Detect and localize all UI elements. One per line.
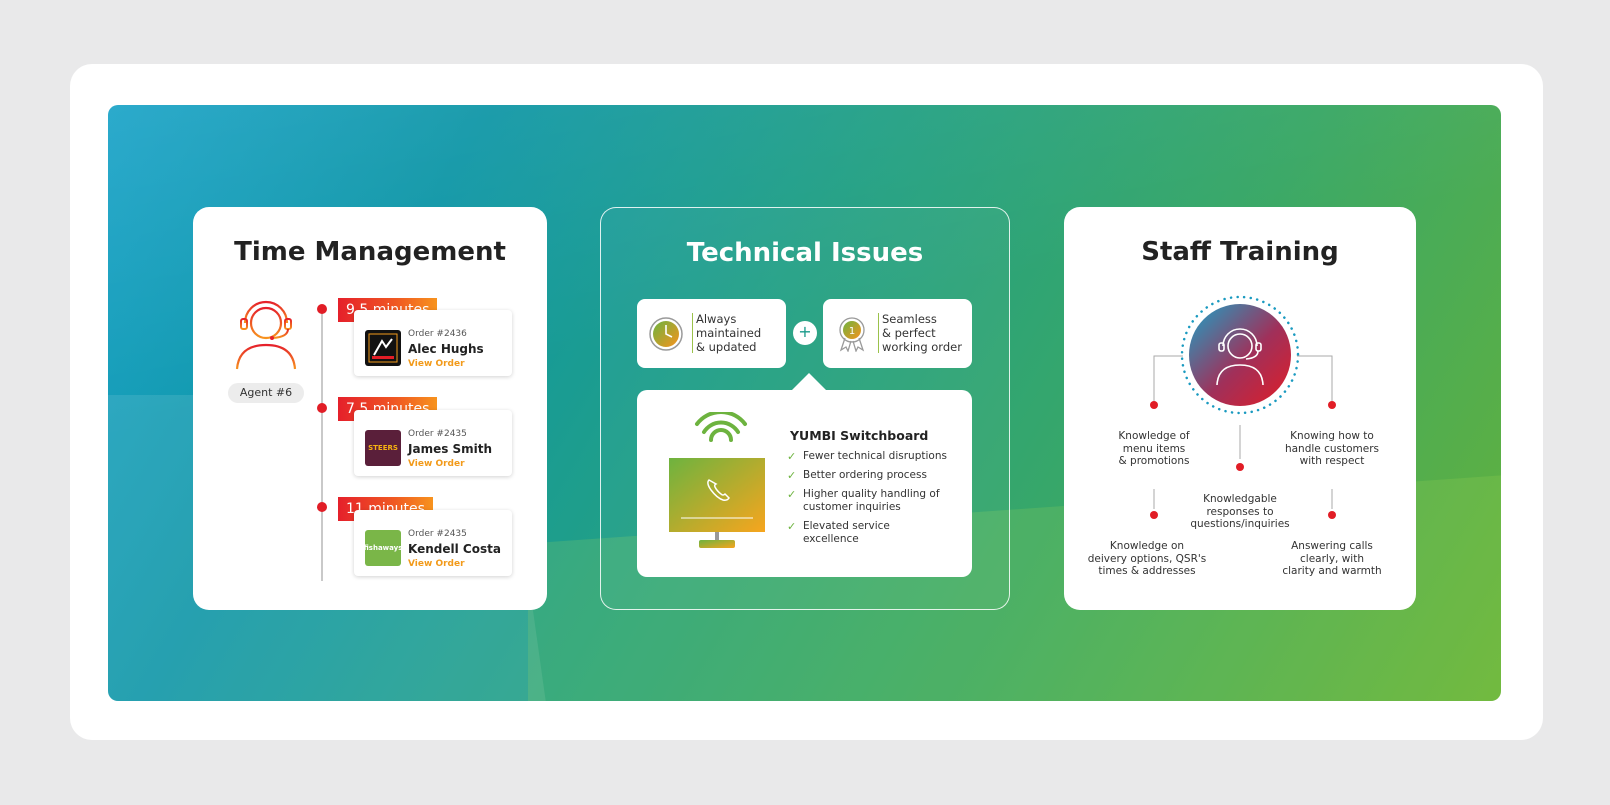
technical-issues-title: Technical Issues [686,238,924,268]
view-order-link[interactable]: View Order [408,359,465,369]
benefits-list: ✓Fewer technical disruptions ✓Better ord… [787,450,947,552]
award-ribbon-icon: 1 [839,317,865,352]
monitor-phone-icon [669,412,765,548]
order-card[interactable]: STEERS Order #2435 James Smith View Orde… [354,410,512,476]
svg-text:1: 1 [849,326,855,337]
check-icon: ✓ [787,520,797,533]
order-number: Order #2435 [408,429,467,439]
feature-card-maintained: Always maintained & updated [637,299,786,368]
list-item: ✓Better ordering process [787,469,927,482]
view-order-link[interactable]: View Order [408,459,465,469]
order-number: Order #2436 [408,329,467,339]
point-customer-respect: Knowing how to handle customers with res… [1284,430,1380,467]
timeline-line [321,311,323,581]
check-icon: ✓ [787,450,797,463]
staff-training-title: Staff Training [1141,237,1339,267]
list-item: ✓Higher quality handling of customer inq… [787,488,940,513]
staff-training-panel: Staff Training Knowledge of menu items [1064,207,1416,610]
timeline-dot [317,403,327,413]
switchboard-title: YUMBI Switchboard [790,428,929,443]
customer-name: Kendell Costa [408,542,501,556]
timeline-dot [317,502,327,512]
staff-training-diagram [1150,295,1336,519]
check-icon: ✓ [787,488,797,501]
agent-badge: Agent #6 [228,383,304,403]
customer-name: Alec Hughs [408,342,484,356]
order-card[interactable]: Order #2436 Alec Hughs View Order [354,310,512,376]
feature-card-seamless: 1 Seamless & perfect working order [823,299,972,368]
check-icon: ✓ [787,469,797,482]
point-menu-knowledge: Knowledge of menu items & promotions [1118,430,1190,467]
customer-name: James Smith [408,442,493,456]
point-responses: Knowledgable responses to questions/inqu… [1190,493,1290,530]
view-order-link[interactable]: View Order [408,559,465,569]
list-item: ✓Elevated service excellence [787,520,890,545]
technical-issues-panel: Technical Issues Always maintained & upd… [600,207,1010,610]
steers-logo: STEERS [365,430,401,466]
debonairs-pizza-logo [365,330,401,366]
timeline-dot [317,304,327,314]
fishaways-logo: fishaways [364,530,402,566]
order-number: Order #2435 [408,529,467,539]
agent-headset-icon [235,300,297,370]
switchboard-card: YUMBI Switchboard ✓Fewer technical disru… [637,390,972,577]
order-card[interactable]: fishaways Order #2435 Kendell Costa View… [354,510,512,576]
point-answering-calls: Answering calls clearly, with clarity an… [1282,540,1382,577]
agent-headset-icon [1216,328,1264,386]
plus-icon: + [793,321,817,345]
time-management-title: Time Management [234,237,506,267]
clock-icon [649,317,683,351]
time-management-panel: Time Management Agent #6 9.5 minutes Ord… [193,207,547,610]
list-item: ✓Fewer technical disruptions [787,450,947,463]
point-delivery-knowledge: Knowledge on deivery options, QSR's time… [1087,540,1207,577]
